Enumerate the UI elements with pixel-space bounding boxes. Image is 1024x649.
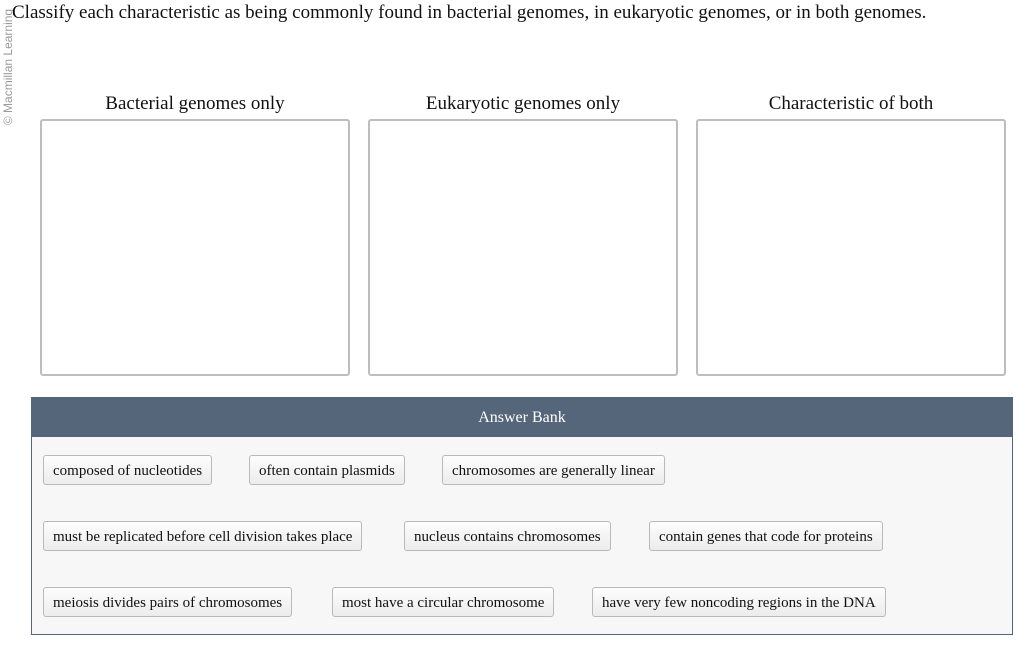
answer-chip-replicated-before-division[interactable]: must be replicated before cell division … xyxy=(43,521,363,551)
bin-title-both: Characteristic of both xyxy=(768,93,934,114)
answer-chip-genes-code-proteins[interactable]: contain genes that code for proteins xyxy=(649,521,883,551)
copyright-watermark: © Macmillan Learning xyxy=(1,8,15,126)
bin-title-eukaryotic: Eukaryotic genomes only xyxy=(425,93,621,114)
answer-chip-chromosomes-generally-linear[interactable]: chromosomes are generally linear xyxy=(442,455,665,485)
answer-chip-composed-of-nucleotides[interactable]: composed of nucleotides xyxy=(43,455,213,485)
answer-bank-title: Answer Bank xyxy=(32,398,1012,437)
answer-chip-circular-chromosome[interactable]: most have a circular chromosome xyxy=(332,587,555,617)
bin-title-bacterial: Bacterial genomes only xyxy=(105,93,285,114)
answer-chip-nucleus-contains-chromosomes[interactable]: nucleus contains chromosomes xyxy=(404,521,611,551)
answer-chip-often-contain-plasmids[interactable]: often contain plasmids xyxy=(249,455,405,485)
drop-zone-eukaryotic[interactable] xyxy=(368,119,678,376)
drop-zone-both[interactable] xyxy=(696,119,1006,376)
answer-chip-meiosis-divides-pairs[interactable]: meiosis divides pairs of chromosomes xyxy=(43,587,293,617)
question-prompt: Classify each characteristic as being co… xyxy=(12,2,927,23)
answer-bank: Answer Bank composed of nucleotides ofte… xyxy=(31,397,1013,635)
drop-zone-bacterial[interactable] xyxy=(40,119,350,376)
answer-chip-few-noncoding-regions[interactable]: have very few noncoding regions in the D… xyxy=(592,587,886,617)
